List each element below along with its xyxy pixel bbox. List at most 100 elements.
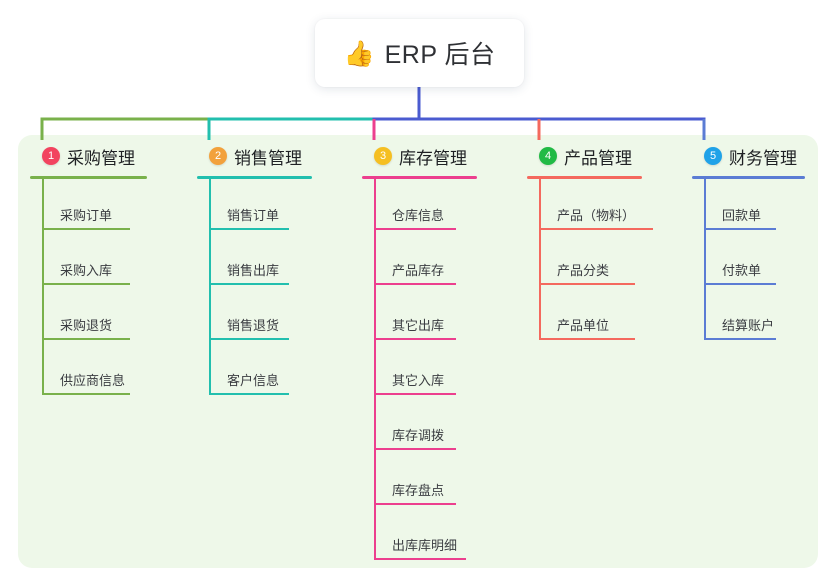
branch-label-1: 采购管理	[67, 148, 135, 168]
leaf-item-underline	[374, 393, 456, 395]
branch-spine-5	[704, 179, 706, 340]
leaf-item-label: 产品单位	[557, 318, 610, 333]
branch-spine-3	[374, 179, 376, 560]
leaf-item[interactable]: 其它入库	[362, 344, 477, 399]
leaf-item-label: 客户信息	[227, 373, 280, 388]
leaf-item-label: 产品分类	[557, 263, 610, 278]
branch-header-5[interactable]: 5 财务管理	[704, 144, 805, 168]
leaf-item-label: 其它出库	[392, 318, 445, 333]
leaf-item-label: 销售出库	[227, 263, 280, 278]
leaf-item[interactable]: 采购退货	[30, 289, 147, 344]
leaf-item-underline	[374, 558, 466, 560]
leaf-item[interactable]: 产品分类	[527, 234, 642, 289]
branch-header-3[interactable]: 3 库存管理	[374, 144, 477, 168]
leaf-item-underline	[374, 448, 456, 450]
leaf-item[interactable]: 产品单位	[527, 289, 642, 344]
branch-column-4: 4 产品管理产品（物料） 产品分类产品单位	[527, 144, 653, 344]
branch-badge-5: 5	[704, 147, 722, 165]
branch-label-5: 财务管理	[729, 148, 797, 168]
leaf-item-label: 回款单	[722, 208, 762, 223]
leaf-item[interactable]: 客户信息	[197, 344, 312, 399]
leaf-item-label: 结算账户	[722, 318, 775, 333]
leaf-item[interactable]: 采购入库	[30, 234, 147, 289]
leaf-item[interactable]: 销售订单	[197, 179, 312, 234]
leaf-item[interactable]: 仓库信息	[362, 179, 477, 234]
leaf-item[interactable]: 库存调拨	[362, 399, 477, 454]
leaf-item-label: 付款单	[722, 263, 762, 278]
leaf-item-underline	[374, 503, 456, 505]
branch-column-1: 1 采购管理采购订单采购入库采购退货供应商信息	[30, 144, 147, 399]
thumbs-up-icon: 👍	[343, 39, 375, 68]
branch-items-1: 采购订单采购入库采购退货供应商信息	[30, 179, 147, 399]
leaf-item[interactable]: 其它出库	[362, 289, 477, 344]
leaf-item-underline	[209, 283, 289, 285]
leaf-item-underline	[42, 283, 130, 285]
branch-header-4[interactable]: 4 产品管理	[539, 144, 642, 168]
leaf-item-underline	[704, 283, 776, 285]
leaf-item-underline	[209, 338, 289, 340]
leaf-item[interactable]: 结算账户	[692, 289, 805, 344]
leaf-item-underline	[374, 228, 456, 230]
root-title: ERP 后台	[384, 41, 496, 69]
leaf-item-label: 销售订单	[227, 208, 280, 223]
branch-badge-2: 2	[209, 147, 227, 165]
leaf-item[interactable]: 出库库明细	[362, 509, 477, 564]
leaf-item-underline	[539, 283, 635, 285]
leaf-item-label: 销售退货	[227, 318, 280, 333]
leaf-item-label: 产品库存	[392, 263, 445, 278]
branch-header-1[interactable]: 1 采购管理	[42, 144, 147, 168]
branch-spine-2	[209, 179, 211, 395]
branch-label-2: 销售管理	[234, 148, 302, 168]
leaf-item-underline	[539, 338, 635, 340]
branch-label-4: 产品管理	[564, 148, 632, 168]
branch-column-3: 3 库存管理仓库信息产品库存其它出库其它入库库存调拨库存盘点出库库明细	[362, 144, 477, 564]
branch-spine-4	[539, 179, 541, 340]
leaf-item[interactable]: 产品（物料）	[527, 179, 653, 234]
branch-underline-3	[362, 176, 477, 179]
leaf-item[interactable]: 付款单	[692, 234, 805, 289]
leaf-item-label: 出库库明细	[392, 538, 458, 553]
leaf-item-underline	[209, 228, 289, 230]
branch-items-3: 仓库信息产品库存其它出库其它入库库存调拨库存盘点出库库明细	[362, 179, 477, 564]
leaf-item-underline	[42, 228, 130, 230]
branch-underline-4	[527, 176, 642, 179]
branch-spine-1	[42, 179, 44, 395]
leaf-item-label: 采购订单	[60, 208, 113, 223]
branch-header-2[interactable]: 2 销售管理	[209, 144, 312, 168]
leaf-item[interactable]: 销售出库	[197, 234, 312, 289]
leaf-item[interactable]: 产品库存	[362, 234, 477, 289]
leaf-item-label: 供应商信息	[60, 373, 126, 388]
root-node[interactable]: 👍 ERP 后台	[315, 19, 524, 87]
branch-column-5: 5 财务管理回款单付款单结算账户	[692, 144, 805, 344]
leaf-item-underline	[42, 393, 130, 395]
branch-underline-2	[197, 176, 312, 179]
leaf-item[interactable]: 采购订单	[30, 179, 147, 234]
leaf-item-label: 采购退货	[60, 318, 113, 333]
branch-underline-1	[30, 176, 147, 179]
branch-underline-5	[692, 176, 805, 179]
branch-label-3: 库存管理	[399, 148, 467, 168]
leaf-item[interactable]: 库存盘点	[362, 454, 477, 509]
leaf-item-label: 库存调拨	[392, 428, 445, 443]
leaf-item-underline	[704, 338, 776, 340]
leaf-item-label: 产品（物料）	[557, 208, 636, 223]
leaf-item-label: 库存盘点	[392, 483, 445, 498]
diagram-background-panel	[18, 135, 818, 568]
leaf-item[interactable]: 回款单	[692, 179, 805, 234]
leaf-item-underline	[539, 228, 653, 230]
leaf-item-label: 仓库信息	[392, 208, 445, 223]
leaf-item-underline	[704, 228, 776, 230]
leaf-item-underline	[42, 338, 130, 340]
leaf-item[interactable]: 销售退货	[197, 289, 312, 344]
branch-items-5: 回款单付款单结算账户	[692, 179, 805, 344]
branch-badge-4: 4	[539, 147, 557, 165]
branch-badge-1: 1	[42, 147, 60, 165]
leaf-item-underline	[374, 283, 456, 285]
leaf-item-underline	[209, 393, 289, 395]
branch-items-2: 销售订单销售出库销售退货客户信息	[197, 179, 312, 399]
leaf-item-underline	[374, 338, 456, 340]
branch-badge-3: 3	[374, 147, 392, 165]
leaf-item-label: 其它入库	[392, 373, 445, 388]
leaf-item[interactable]: 供应商信息	[30, 344, 147, 399]
